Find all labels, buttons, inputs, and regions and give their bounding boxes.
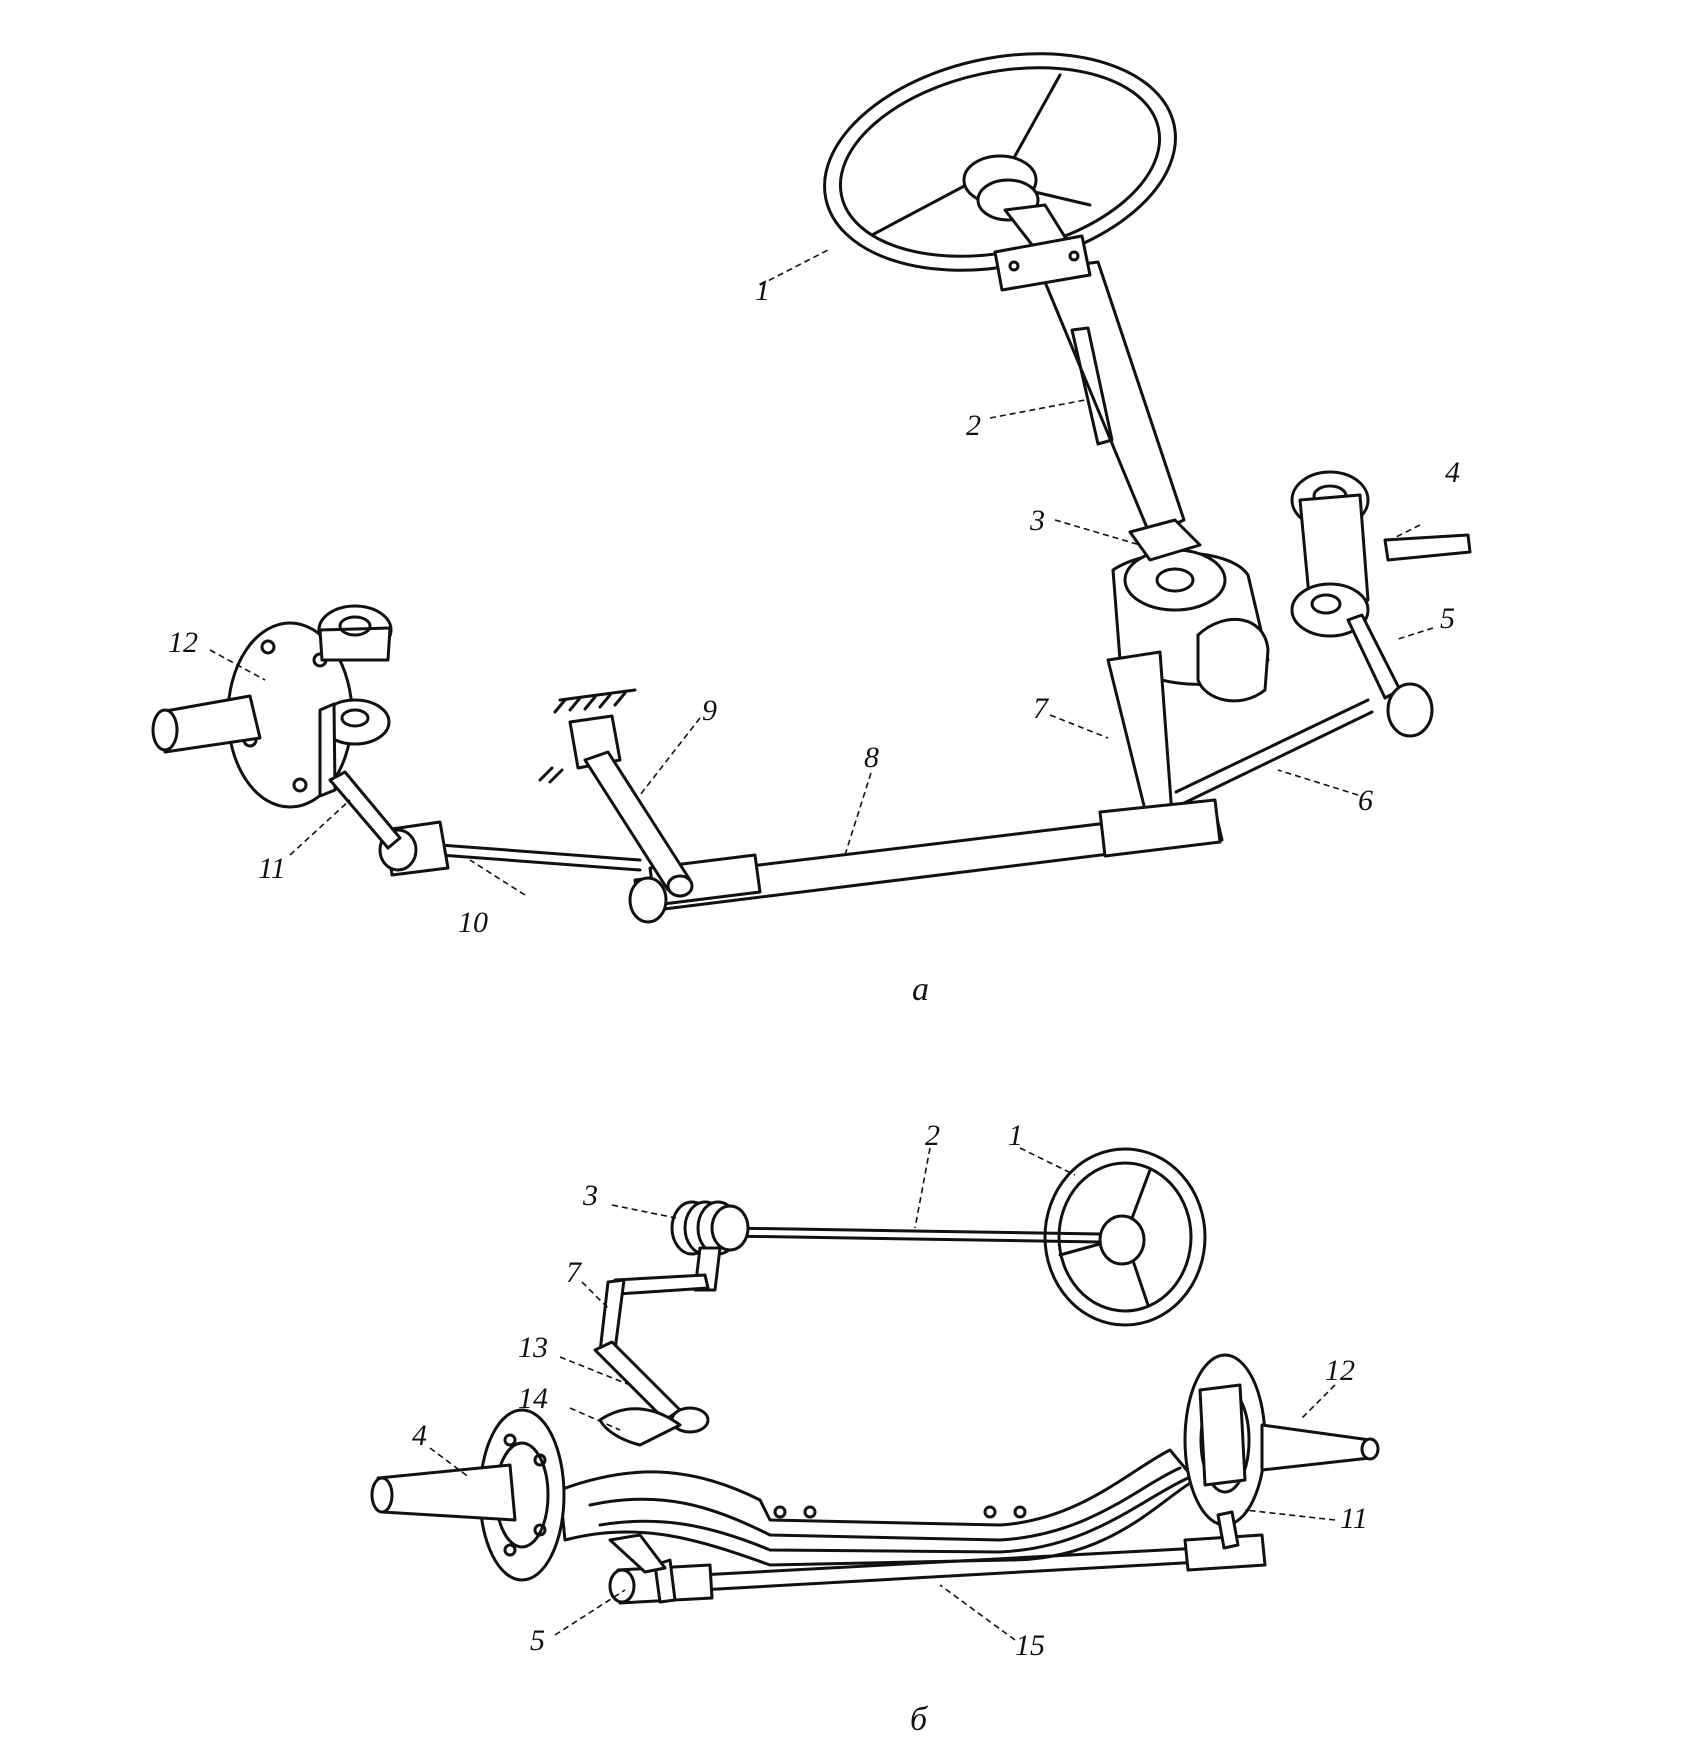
drag-link-a xyxy=(628,798,1224,924)
label-b-4: 4 xyxy=(412,1419,427,1452)
rod-6-a xyxy=(1174,698,1374,807)
label-b-2: 2 xyxy=(925,1119,940,1152)
label-a-2: 2 xyxy=(966,409,981,442)
front-axle-b xyxy=(558,1448,1197,1567)
label-b-14: 14 xyxy=(518,1382,548,1415)
left-hub-b xyxy=(370,1408,566,1582)
label-a-12: 12 xyxy=(168,626,198,659)
steering-wheel-b xyxy=(1043,1147,1207,1327)
label-a-7: 7 xyxy=(1033,692,1050,725)
label-b-11: 11 xyxy=(1340,1502,1368,1535)
right-knuckle-a xyxy=(1290,470,1472,738)
caption-b: б xyxy=(910,1701,929,1738)
caption-a: а xyxy=(912,971,929,1008)
label-a-11: 11 xyxy=(258,852,286,885)
label-b-1: 1 xyxy=(1008,1119,1023,1152)
label-a-9: 9 xyxy=(702,694,717,727)
label-b-7: 7 xyxy=(566,1256,583,1289)
label-b-15: 15 xyxy=(1015,1629,1045,1662)
label-a-10: 10 xyxy=(458,906,488,939)
figure-b: 1 2 3 7 13 14 12 4 11 5 15 б xyxy=(370,1119,1380,1738)
linkage-b xyxy=(593,1273,710,1447)
idler-arm-a xyxy=(538,688,694,898)
tie-rod-15-b xyxy=(608,1510,1267,1605)
label-a-1: 1 xyxy=(755,274,770,307)
steering-shaft-b xyxy=(726,1226,1102,1244)
label-a-5: 5 xyxy=(1440,602,1455,635)
label-b-12: 12 xyxy=(1325,1354,1355,1387)
left-knuckle-a xyxy=(151,604,402,850)
label-b-5: 5 xyxy=(530,1624,545,1657)
label-b-13: 13 xyxy=(518,1331,548,1364)
figure-a: 1 2 3 4 5 6 7 8 9 10 11 12 а xyxy=(151,52,1472,1008)
label-a-8: 8 xyxy=(864,741,879,774)
tie-rod-10-a xyxy=(378,820,642,877)
label-a-4: 4 xyxy=(1445,456,1460,489)
label-a-3: 3 xyxy=(1029,504,1045,537)
label-a-6: 6 xyxy=(1358,784,1373,817)
steering-column-a xyxy=(993,203,1186,537)
label-b-3: 3 xyxy=(582,1179,598,1212)
steering-gear-a xyxy=(1106,518,1270,824)
